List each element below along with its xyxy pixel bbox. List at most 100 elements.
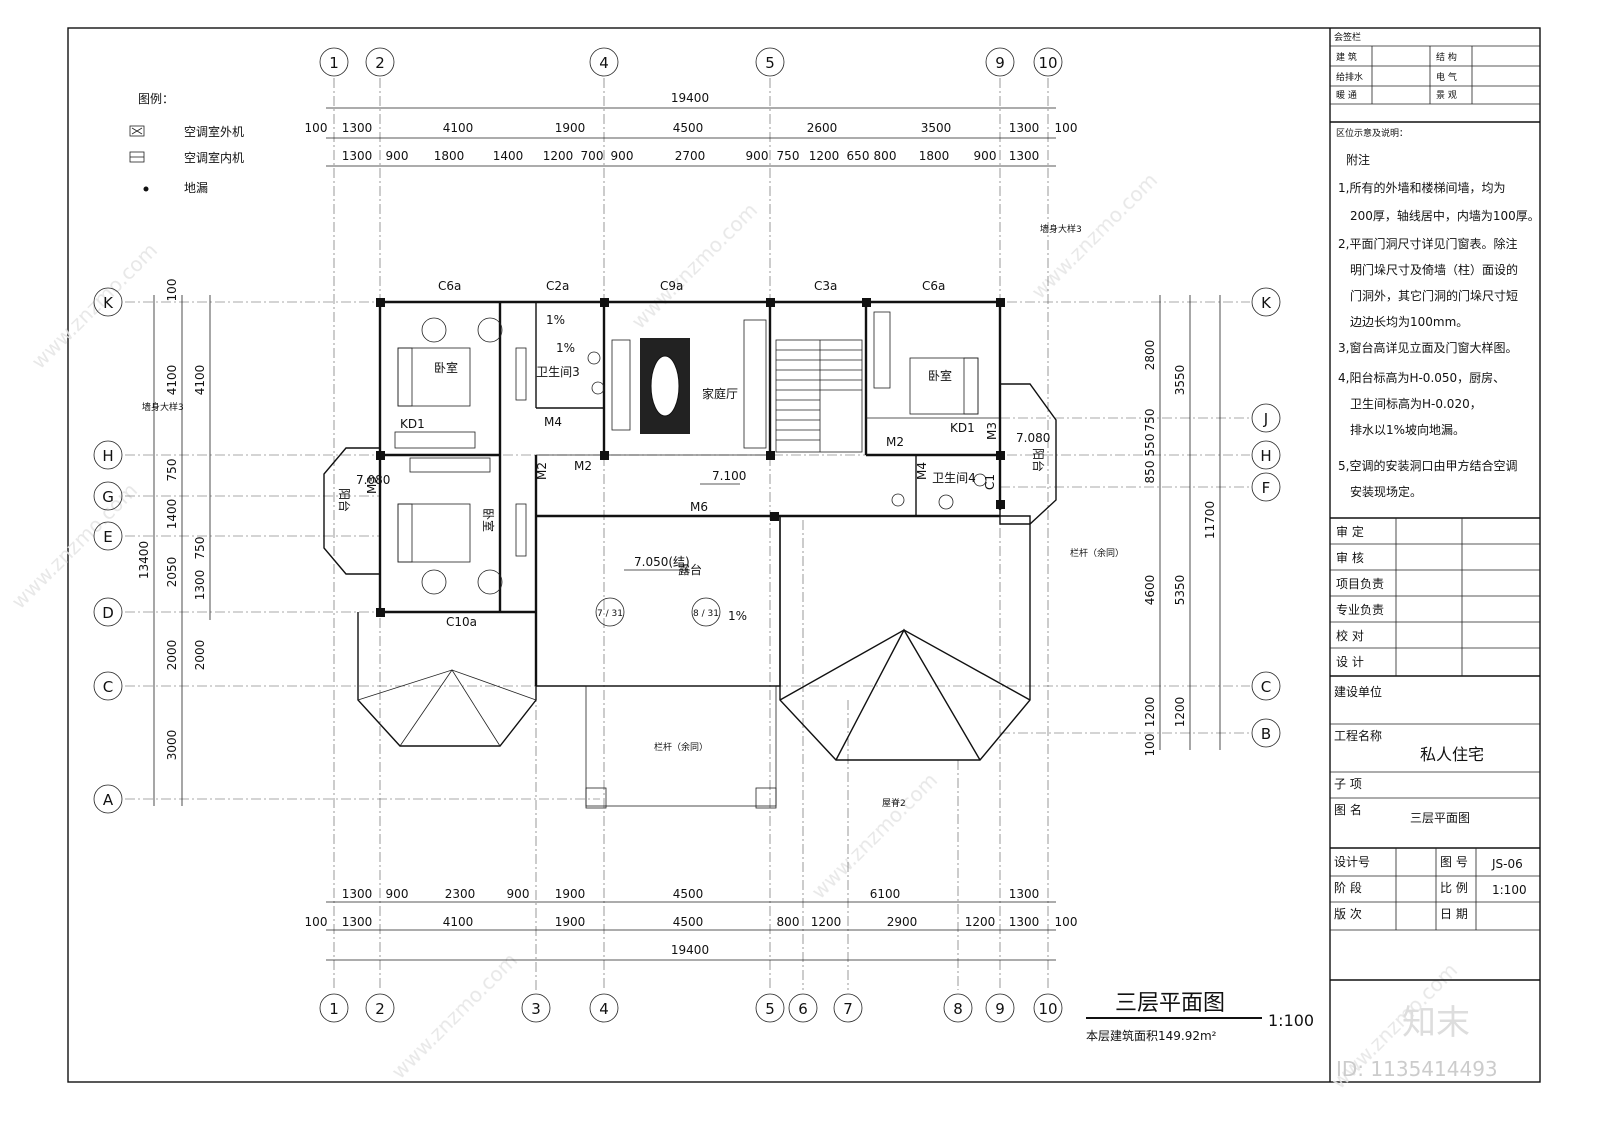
left-bay-roof	[357, 612, 537, 747]
svg-text:排水以1%坡向地漏。: 排水以1%坡向地漏。	[1350, 422, 1465, 437]
svg-text:工程名称: 工程名称	[1334, 728, 1382, 743]
axis-bottom-2: 2	[375, 1000, 385, 1018]
svg-text:门洞外，其它门洞的门垛尺寸短: 门洞外，其它门洞的门垛尺寸短	[1350, 288, 1518, 303]
svg-text:1200: 1200	[1143, 697, 1157, 728]
svg-text:边边长均为100mm。: 边边长均为100mm。	[1350, 315, 1468, 329]
svg-text:暖 通: 暖 通	[1336, 89, 1357, 101]
dim-left: 4100 13400 4100 750 1400 750 1300 2000 3…	[137, 279, 211, 806]
svg-text:1%: 1%	[546, 313, 565, 327]
axis-bubbles-top: 1 2 4 5 9 10	[319, 47, 1063, 77]
svg-text:2700: 2700	[675, 149, 706, 163]
svg-text:1400: 1400	[165, 499, 179, 530]
svg-text:卫生间标高为H-0.020，: 卫生间标高为H-0.020，	[1350, 396, 1482, 411]
signoff-table: 会签栏 建 筑 结 构 给排水 电 气 暖 通 景 观	[1330, 31, 1540, 123]
axis-top-2: 2	[375, 54, 385, 72]
axis-top-4: 4	[599, 54, 609, 72]
svg-text:650: 650	[847, 149, 870, 163]
title-block: 审 定 审 核 项目负责 专业负责 校 对 设 计 建设单位 工程名称 私人住宅…	[1330, 517, 1540, 1043]
svg-text:M6: M6	[690, 500, 708, 514]
sofa	[611, 339, 631, 431]
svg-text:M3: M3	[365, 476, 379, 494]
svg-text:800: 800	[777, 915, 800, 929]
dim-top-r1-5: 2600	[807, 121, 838, 135]
left-balcony	[323, 447, 381, 575]
svg-text:会签栏: 会签栏	[1334, 31, 1361, 43]
wall-detail-right: 墙身大样3	[1040, 223, 1082, 235]
notes-block: 区位示意及说明： 附注 1,所有的外墙和楼梯间墙，均为 200厚，轴线居中，内墙…	[1336, 127, 1540, 499]
axis-lines	[125, 78, 1250, 990]
axis-bottom-10: 10	[1038, 1000, 1057, 1018]
svg-text:1300: 1300	[1009, 149, 1040, 163]
svg-text:KD1: KD1	[950, 421, 975, 435]
axis-left-K: K	[103, 294, 114, 312]
legend-item-ac-indoor: 空调室内机	[184, 150, 244, 165]
svg-text:4500: 4500	[673, 887, 704, 901]
svg-text:明门垛尺寸及倚墙（柱）面设的: 明门垛尺寸及倚墙（柱）面设的	[1350, 262, 1518, 277]
svg-text:1,所有的外墙和楼梯间墙，均为: 1,所有的外墙和楼梯间墙，均为	[1338, 180, 1505, 195]
svg-text:KD1: KD1	[400, 417, 425, 431]
svg-text:750: 750	[1143, 409, 1157, 432]
axis-top-5: 5	[765, 54, 775, 72]
svg-text:1900: 1900	[555, 915, 586, 929]
dim-bottom-total: 19400	[671, 943, 709, 957]
svg-text:M4: M4	[544, 415, 562, 429]
svg-text:2,平面门洞尺寸详见门窗表。除注: 2,平面门洞尺寸详见门窗表。除注	[1338, 236, 1517, 251]
svg-text:审 核: 审 核	[1336, 550, 1364, 565]
svg-text:校 对: 校 对	[1336, 628, 1364, 643]
svg-text:C2a: C2a	[546, 279, 569, 293]
room-terrace: 露台	[678, 562, 702, 577]
svg-text:景 观: 景 观	[1436, 90, 1457, 101]
annotations: 7.100 7.050(结) 7.080 7.080 M2 M2 M2 M3 M…	[142, 223, 1124, 809]
axis-bottom-8: 8	[953, 1000, 963, 1018]
dim-top-r1-6: 3500	[921, 121, 952, 135]
svg-text:900: 900	[974, 149, 997, 163]
svg-text:5350: 5350	[1173, 575, 1187, 606]
watermark-text-3: www.znzmo.com	[1027, 168, 1163, 304]
room-labels: 卧室 卧室 卧室 卫生间3 卫生间4 家庭厅 露台 阳台 阳台	[337, 360, 1046, 577]
svg-text:3550: 3550	[1173, 365, 1187, 396]
svg-text:850: 850	[1143, 461, 1157, 484]
svg-text:图 名: 图 名	[1334, 802, 1362, 817]
svg-text:1%: 1%	[728, 609, 747, 623]
svg-text:1800: 1800	[919, 149, 950, 163]
svg-text:C1: C1	[983, 474, 997, 490]
svg-text:C6a: C6a	[922, 279, 945, 293]
svg-text:7.080: 7.080	[1016, 431, 1050, 445]
axis-left-C: C	[103, 678, 113, 696]
bed-1	[397, 347, 471, 407]
legend-title: 图例：	[138, 92, 174, 106]
axis-right-K: K	[1261, 294, 1272, 312]
svg-text:设 计: 设 计	[1336, 655, 1364, 669]
dim-bottom: 1300 900 2300 900 1900 4500 6100 1300 10…	[305, 887, 1077, 961]
svg-text:4,阳台标高为H-0.050，厨房、: 4,阳台标高为H-0.050，厨房、	[1338, 370, 1505, 385]
axis-right-J: J	[1263, 410, 1268, 428]
svg-text:7.080: 7.080	[356, 473, 390, 487]
svg-text:M2: M2	[574, 459, 592, 473]
svg-text:1300: 1300	[1009, 915, 1040, 929]
room-bedroom-2: 卧室	[481, 508, 496, 532]
axis-left-G: G	[102, 488, 114, 506]
axis-right-B: B	[1261, 725, 1271, 743]
legend-item-floor-drain: 地漏	[184, 181, 208, 195]
axis-bottom-4: 4	[599, 1000, 609, 1018]
axis-bottom-9: 9	[995, 1000, 1005, 1018]
dim-top-r1-2: 4100	[443, 121, 474, 135]
svg-text:项目负责: 项目负责	[1336, 577, 1384, 591]
svg-text:750: 750	[777, 149, 800, 163]
room-balcony-left: 阳台	[337, 488, 352, 512]
svg-text:1300: 1300	[342, 887, 373, 901]
room-bath-3: 卫生间3	[536, 365, 580, 379]
axis-left-A: A	[103, 791, 114, 809]
svg-text:550: 550	[1143, 434, 1157, 457]
dim-top-r1-3: 1900	[555, 121, 586, 135]
svg-text:M2: M2	[535, 462, 549, 480]
axis-top-9: 9	[995, 54, 1005, 72]
axis-top-1: 1	[329, 54, 339, 72]
room-balcony-right: 阳台	[1031, 448, 1046, 472]
svg-text:1400: 1400	[493, 149, 524, 163]
drawing-title: 三层平面图	[1115, 991, 1225, 1016]
axis-bubbles-right: K J H F C B	[1251, 287, 1281, 748]
svg-text:7.100: 7.100	[712, 469, 746, 483]
svg-text:建设单位: 建设单位	[1334, 684, 1382, 699]
axis-bubbles-left: K H G E D C A	[93, 287, 123, 814]
